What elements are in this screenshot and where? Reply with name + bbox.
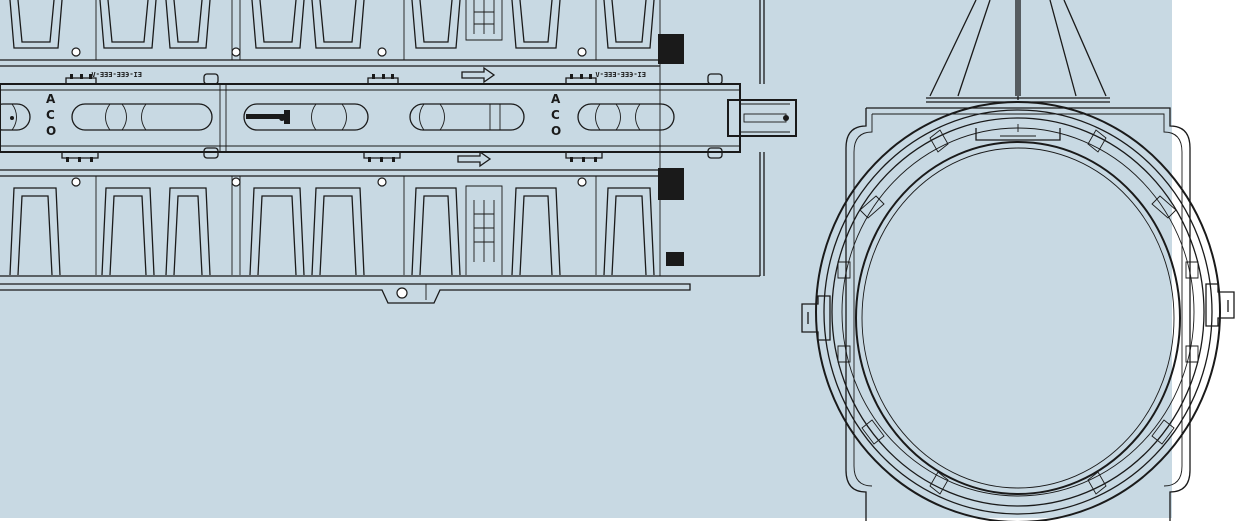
page-margin-right [1172, 0, 1246, 521]
brand-letter-o: O [551, 124, 561, 138]
right-arrow-icon [457, 150, 492, 168]
part-code-label: ЕІ-ЄЕЕ-ЕЕЕ-Ʌ [595, 70, 646, 78]
inlet-funnel [926, 0, 1110, 103]
outer-housing [845, 107, 1191, 521]
brand-letter-o: O [46, 124, 56, 138]
brand-letter-c: C [46, 108, 55, 122]
right-latch [1205, 283, 1235, 327]
brand-letter-a: A [46, 92, 56, 106]
lower-rib-row [0, 168, 760, 304]
right-arrow-icon [461, 66, 496, 84]
slotted-rail: A C O A C O ЕІ-ЄЕЕ-ЕЕЕ-Ʌ ЕІ-ЄЕЕ-ЕЕЕ-Ʌ [0, 66, 797, 168]
brand-letter-c: C [551, 108, 560, 122]
channel-plan-view: A C O A C O ЕІ-ЄЕЕ-ЕЕЕ-Ʌ ЕІ-ЄЕЕ-ЕЕЕ-Ʌ [0, 0, 797, 304]
page-margin-bottom [0, 518, 1246, 521]
part-code-label: ЕІ-ЄЕЕ-ЕЕЕ-Ʌ [91, 70, 142, 78]
end-plate [659, 0, 765, 276]
brand-letter-a: A [551, 92, 561, 106]
left-latch [801, 295, 831, 341]
shaft-cross-section [801, 0, 1235, 523]
inner-opening [855, 141, 1181, 495]
upper-rib-row [0, 0, 684, 67]
background-panel [0, 0, 1172, 521]
